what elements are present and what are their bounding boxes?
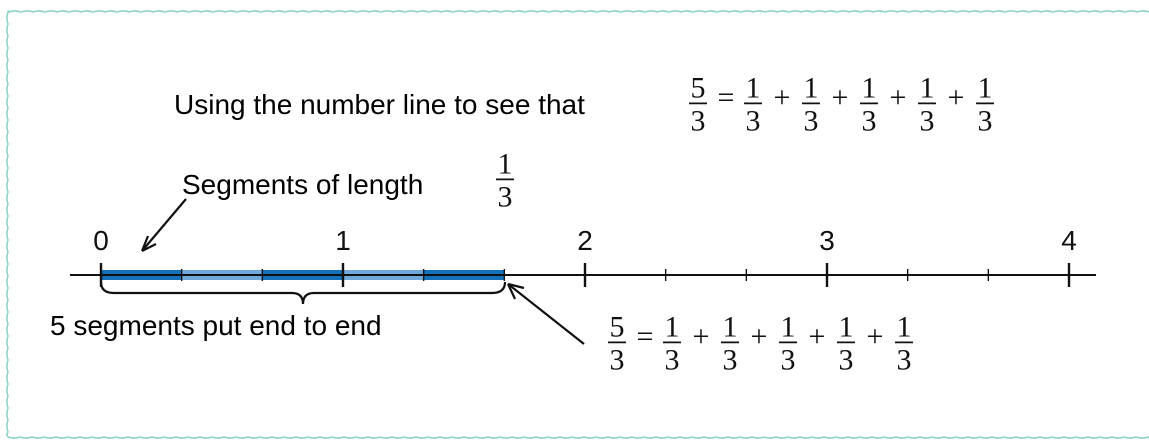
title-term-5-denominator: 3 — [978, 104, 993, 137]
title-term-1-numerator: 1 — [746, 71, 761, 104]
segments-fraction: 13 — [496, 147, 514, 213]
endpoint-term-2-denominator: 3 — [723, 343, 738, 376]
endpoint-term-5-denominator: 3 — [897, 343, 912, 376]
wavy-frame-border — [6, 10, 1149, 439]
endpoint-term-3: 13 — [779, 310, 797, 376]
title-plus-sign: + — [890, 81, 907, 114]
segments-label-text: Segments of length — [182, 169, 423, 200]
title-term-4-numerator: 1 — [920, 71, 935, 104]
title-term-2-numerator: 1 — [804, 71, 819, 104]
segments-label-fraction: 13 — [496, 147, 514, 213]
title-term-3: 13 — [860, 71, 878, 137]
title-plus-sign: + — [832, 81, 849, 114]
segments-arrow-icon — [140, 198, 187, 252]
tick-label-0: 0 — [93, 225, 109, 256]
endpoint-term-2: 13 — [721, 310, 739, 376]
segments-label-group: Segments of length 13 — [140, 147, 514, 252]
title-equation: Using the number line to see that 53=13+… — [174, 71, 994, 137]
title-term-3-numerator: 1 — [862, 71, 877, 104]
title-text: Using the number line to see that — [174, 89, 585, 120]
endpoint-plus-sign: + — [867, 320, 884, 353]
endpoint-lhs-fraction: 53 — [608, 310, 626, 376]
endpoint-term-5: 13 — [895, 310, 913, 376]
tick-label-4: 4 — [1061, 225, 1077, 256]
title-term-5: 13 — [976, 71, 994, 137]
title-lhs-fraction-numerator: 5 — [691, 71, 706, 104]
tick-label-1: 1 — [335, 225, 351, 256]
title-term-4-denominator: 3 — [920, 104, 935, 137]
endpoint-term-4-denominator: 3 — [839, 343, 854, 376]
endpoint-arrow-icon — [507, 282, 585, 345]
tick-label-3: 3 — [819, 225, 835, 256]
endpoint-term-1-denominator: 3 — [665, 343, 680, 376]
tick-labels: 0 1 2 3 4 — [93, 225, 1077, 256]
title-plus-sign: + — [948, 81, 965, 114]
endpoint-term-2-numerator: 1 — [723, 310, 738, 343]
endpoint-term-5-numerator: 1 — [897, 310, 912, 343]
title-plus-sign: + — [774, 81, 791, 114]
title-term-2-denominator: 3 — [804, 104, 819, 137]
title-term-5-numerator: 1 — [978, 71, 993, 104]
segments-fraction-denominator: 3 — [498, 180, 513, 213]
title-term-3-denominator: 3 — [862, 104, 877, 137]
endpoint-term-3-denominator: 3 — [781, 343, 796, 376]
title-term-1-denominator: 3 — [746, 104, 761, 137]
endpoint-plus-sign: + — [693, 320, 710, 353]
segments-fraction-numerator: 1 — [498, 147, 513, 180]
title-math: 53=13+13+13+13+13 — [689, 71, 994, 137]
endpoint-lhs-fraction-numerator: 5 — [610, 310, 625, 343]
brace-label: 5 segments put end to end — [50, 310, 382, 341]
endpoint-lhs-fraction-denominator: 3 — [610, 343, 625, 376]
endpoint-equation: 53=13+13+13+13+13 — [608, 310, 913, 376]
endpoint-term-4: 13 — [837, 310, 855, 376]
endpoint-equals-sign: = — [637, 320, 654, 353]
brace-shape — [99, 281, 507, 305]
endpoint-term-1: 13 — [663, 310, 681, 376]
endpoint-term-4-numerator: 1 — [839, 310, 854, 343]
title-lhs-fraction: 53 — [689, 71, 707, 137]
ticks-layer — [99, 263, 1071, 287]
title-term-2: 13 — [802, 71, 820, 137]
title-term-1: 13 — [744, 71, 762, 137]
title-equals-sign: = — [718, 81, 735, 114]
title-term-4: 13 — [918, 71, 936, 137]
endpoint-plus-sign: + — [809, 320, 826, 353]
number-line: 0 1 2 3 4 — [70, 225, 1096, 287]
endpoint-plus-sign: + — [751, 320, 768, 353]
tick-label-2: 2 — [577, 225, 593, 256]
endpoint-term-1-numerator: 1 — [665, 310, 680, 343]
title-lhs-fraction-denominator: 3 — [691, 104, 706, 137]
endpoint-term-3-numerator: 1 — [781, 310, 796, 343]
